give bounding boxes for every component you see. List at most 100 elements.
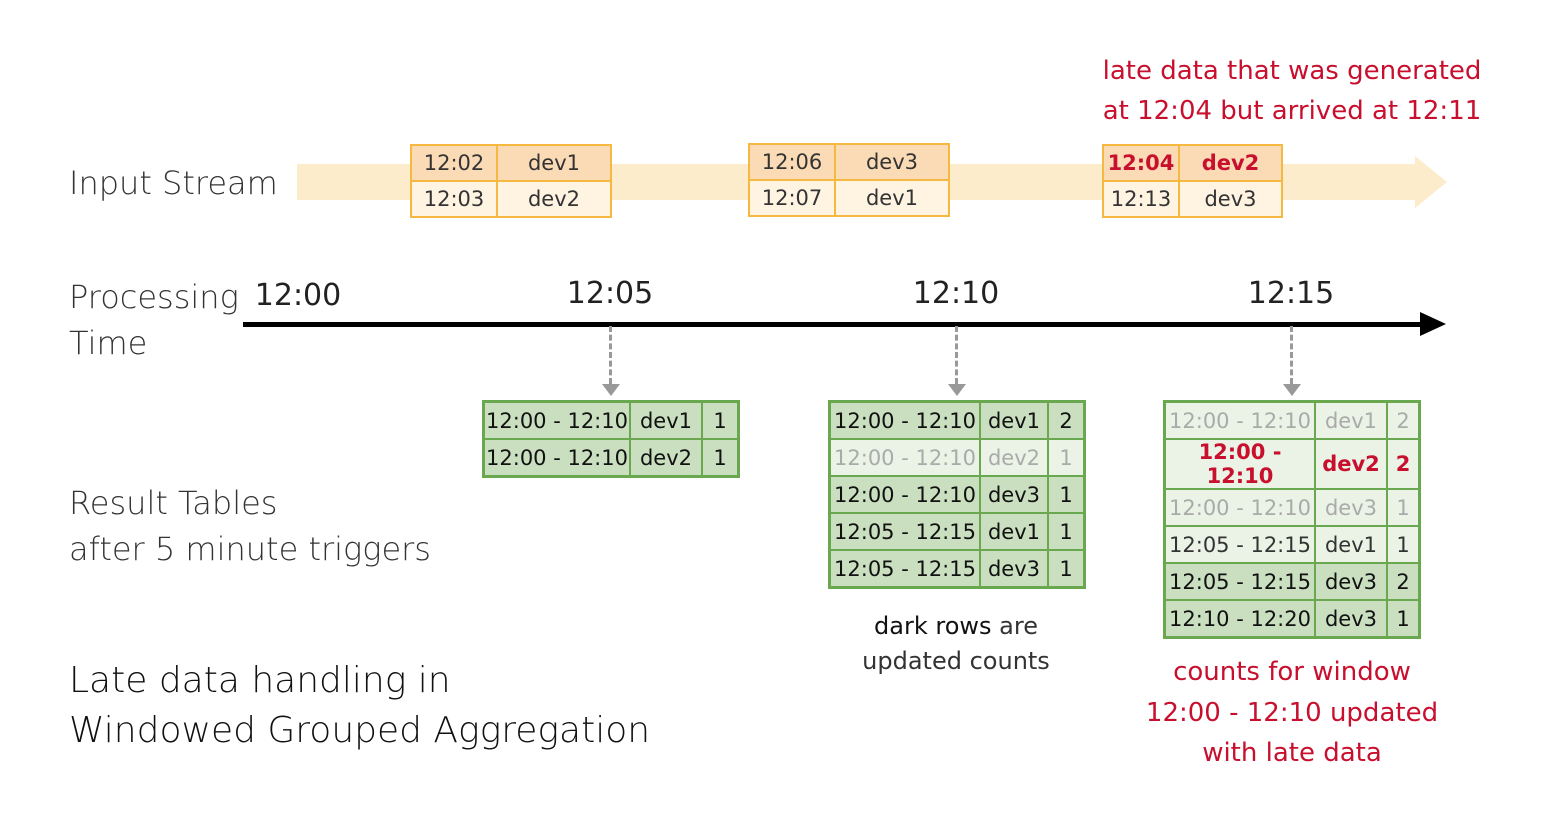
window-cell: 12:00 - 12:10 [1163, 438, 1316, 490]
result-row: 12:00 - 12:10 dev3 1 [1163, 488, 1421, 527]
input-stream-label: Input Stream [69, 164, 278, 202]
diagram-title-line1: Late data handling in [69, 660, 451, 701]
late-data-note-line1: late data that was generated [1102, 56, 1482, 86]
window-cell: 12:05 - 12:15 [828, 549, 981, 589]
event-device: dev3 [1178, 180, 1283, 218]
window-cell: 12:10 - 12:20 [1163, 599, 1316, 639]
count-cell: 2 [1386, 438, 1421, 490]
device-cell: dev2 [979, 438, 1049, 477]
window-cell: 12:00 - 12:10 [482, 438, 631, 478]
event-device: dev2 [1178, 144, 1283, 182]
axis-tick-label: 12:00 [254, 278, 342, 313]
result-row: 12:10 - 12:20 dev3 1 [1163, 599, 1421, 639]
dark-rows-note-bold: dark rows [874, 612, 992, 640]
window-cell: 12:05 - 12:15 [1163, 562, 1316, 601]
device-cell: dev1 [629, 400, 703, 440]
trigger-arrow-head [602, 384, 620, 396]
count-cell: 1 [1386, 599, 1421, 639]
count-cell: 1 [1047, 549, 1086, 589]
count-cell: 1 [1047, 475, 1086, 514]
counts-note-line1: counts for window [1173, 657, 1411, 687]
event-time: 12:13 [1102, 180, 1180, 218]
count-cell: 1 [1047, 512, 1086, 551]
result-row: 12:00 - 12:10 dev2 1 [482, 438, 740, 478]
event-time: 12:03 [410, 180, 498, 218]
result-row: 12:00 - 12:10 dev2 1 [828, 438, 1086, 477]
device-cell: dev1 [979, 400, 1049, 440]
dark-rows-note-line2: updated counts [862, 647, 1050, 675]
counts-note-line2: 12:00 - 12:10 updated [1145, 698, 1439, 728]
device-cell: dev3 [979, 549, 1049, 589]
input-event-row: 12:06 dev3 [748, 143, 950, 181]
dark-rows-note-line1: dark rows are [806, 609, 1106, 644]
result-row: 12:00 - 12:10 dev3 1 [828, 475, 1086, 514]
event-time: 12:04 [1102, 144, 1180, 182]
input-event-row: 12:07 dev1 [748, 179, 950, 217]
late-data-note-line2: at 12:04 but arrived at 12:11 [1102, 96, 1482, 126]
count-cell: 2 [1047, 400, 1086, 440]
count-cell: 1 [701, 438, 740, 478]
result-table-1205: 12:00 - 12:10 dev1 1 12:00 - 12:10 dev2 … [482, 400, 740, 478]
event-device: dev1 [834, 179, 950, 217]
count-cell: 2 [1386, 400, 1421, 440]
axis-tick-label: 12:15 [1247, 276, 1335, 311]
window-cell: 12:00 - 12:10 [1163, 488, 1316, 527]
axis-tick-label: 12:10 [912, 276, 1000, 311]
device-cell: dev3 [1314, 562, 1388, 601]
device-cell: dev1 [1314, 400, 1388, 440]
input-event-group: 12:06 dev3 12:07 dev1 [748, 143, 950, 217]
axis-arrow-head [1420, 312, 1446, 336]
device-cell: dev2 [629, 438, 703, 478]
input-event-row: 12:03 dev2 [410, 180, 612, 218]
trigger-dashed-line [1290, 326, 1293, 384]
input-event-row: 12:13 dev3 [1102, 180, 1283, 218]
processing-time-label-line1: Processing [69, 278, 239, 316]
result-tables-label-line1: Result Tables [69, 484, 278, 522]
window-cell: 12:05 - 12:15 [828, 512, 981, 551]
trigger-arrow-head [1283, 384, 1301, 396]
input-stream-arrow-head [1415, 156, 1447, 208]
device-cell: dev1 [979, 512, 1049, 551]
input-event-group: 12:02 dev1 12:03 dev2 [410, 144, 612, 218]
count-cell: 1 [1386, 488, 1421, 527]
input-event-row-late: 12:04 dev2 [1102, 144, 1283, 182]
processing-time-label-line2: Time [69, 324, 148, 362]
event-device: dev1 [496, 144, 612, 182]
window-cell: 12:00 - 12:10 [828, 438, 981, 477]
result-row-updated: 12:00 - 12:10 dev2 2 [1163, 438, 1421, 490]
result-row: 12:00 - 12:10 dev1 2 [828, 400, 1086, 440]
result-row: 12:05 - 12:15 dev1 1 [1163, 525, 1421, 564]
event-time: 12:07 [748, 179, 836, 217]
device-cell: dev3 [979, 475, 1049, 514]
result-table-1215: 12:00 - 12:10 dev1 2 12:00 - 12:10 dev2 … [1163, 400, 1421, 639]
event-device: dev2 [496, 180, 612, 218]
device-cell: dev3 [1314, 599, 1388, 639]
processing-time-axis [243, 322, 1423, 327]
count-cell: 1 [1386, 525, 1421, 564]
axis-tick-label: 12:05 [566, 276, 654, 311]
event-time: 12:02 [410, 144, 498, 182]
window-cell: 12:00 - 12:10 [1163, 400, 1316, 440]
window-cell: 12:05 - 12:15 [1163, 525, 1316, 564]
event-device: dev3 [834, 143, 950, 181]
window-cell: 12:00 - 12:10 [828, 475, 981, 514]
window-cell: 12:00 - 12:10 [828, 400, 981, 440]
trigger-dashed-line [955, 326, 958, 384]
dark-rows-note-rest: are [999, 612, 1038, 640]
diagram-title-line2: Windowed Grouped Aggregation [69, 710, 651, 751]
count-cell: 1 [701, 400, 740, 440]
result-tables-label-line2: after 5 minute triggers [69, 530, 431, 568]
device-cell: dev1 [1314, 525, 1388, 564]
event-time: 12:06 [748, 143, 836, 181]
window-cell: 12:00 - 12:10 [482, 400, 631, 440]
result-table-1210: 12:00 - 12:10 dev1 2 12:00 - 12:10 dev2 … [828, 400, 1086, 589]
trigger-arrow-head [948, 384, 966, 396]
trigger-dashed-line [609, 326, 612, 384]
input-event-row: 12:02 dev1 [410, 144, 612, 182]
count-cell: 1 [1047, 438, 1086, 477]
count-cell: 2 [1386, 562, 1421, 601]
device-cell: dev2 [1314, 438, 1388, 490]
result-row: 12:05 - 12:15 dev1 1 [828, 512, 1086, 551]
result-row: 12:00 - 12:10 dev1 1 [482, 400, 740, 440]
device-cell: dev3 [1314, 488, 1388, 527]
